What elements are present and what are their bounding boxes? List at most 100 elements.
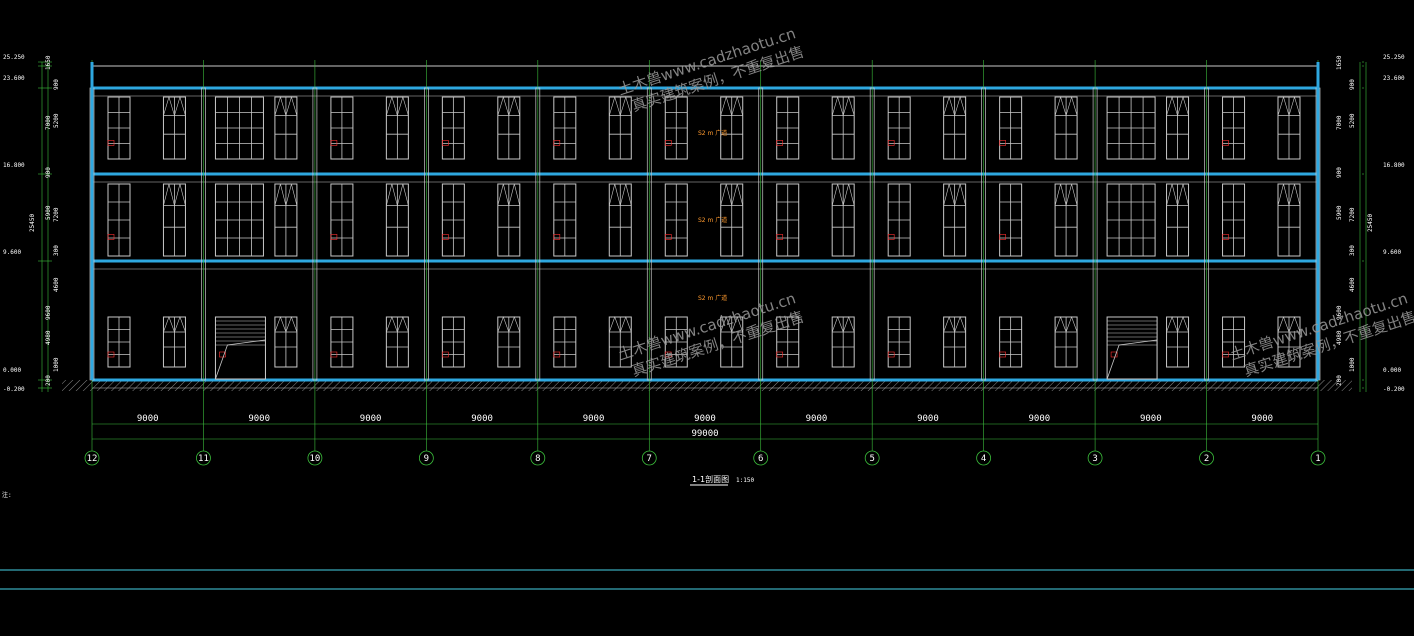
- tag-8-1: [999, 234, 1006, 240]
- title-scale: 1:150: [736, 477, 754, 484]
- win-b-2-2: [385, 316, 409, 368]
- bay-dim-5: 9000: [694, 414, 716, 424]
- column-10: [1204, 87, 1209, 381]
- elev-right-roof: 23.600: [1383, 75, 1405, 82]
- tag-3-0: [442, 140, 449, 146]
- win-b-8-1-fan: [1054, 183, 1067, 206]
- vdim-left-4: 900: [45, 167, 52, 178]
- win-a-2-0: [330, 96, 354, 160]
- axis-label-3: 3: [1092, 454, 1097, 464]
- elev-left-3f: 16.800: [3, 162, 25, 169]
- win-b-0-1-fan2: [174, 183, 186, 206]
- window-layer: [107, 95, 1301, 380]
- vdim-right-4: 900: [1336, 167, 1343, 178]
- tag-7-1: [887, 234, 895, 240]
- tag-1-2: [219, 351, 226, 358]
- axis-label-11: 11: [198, 454, 209, 464]
- elevations-left: 25.250 23.600 16.800 9.600 0.000 -0.200: [3, 54, 25, 393]
- axis-bubble-5: [864, 450, 880, 466]
- win-b-0-2: [162, 316, 186, 368]
- vdim-left-10: 4980: [45, 330, 52, 345]
- bay-dim-6: 9000: [806, 414, 828, 424]
- tag-10-1: [1222, 234, 1229, 240]
- elevations-right: 25.250 23.600 16.800 9.600 0.000 -0.200: [1383, 54, 1405, 393]
- axis-label-1: 1: [1315, 454, 1320, 464]
- vdim-right-6: 5900: [1336, 205, 1343, 220]
- vdim-left-3: 5200: [53, 113, 60, 128]
- tag-0-2: [107, 351, 115, 358]
- win-b-4-1: [608, 183, 632, 257]
- win-a-2-2: [330, 316, 354, 368]
- win-b-3-1-fan: [497, 183, 510, 206]
- tag-5-1: [664, 234, 672, 240]
- elev-right-3f: 16.800: [1383, 162, 1405, 169]
- win-b-1-2: [274, 316, 298, 368]
- vdim-right-1: 900: [1349, 79, 1356, 90]
- title-text: 1-1剖面图: [692, 474, 729, 484]
- win-b-5-1-fan2: [731, 183, 744, 206]
- win-wide-9-0: [1106, 96, 1156, 160]
- win-b-5-2-fan2: [731, 316, 744, 333]
- win-b-7-1-fan: [943, 183, 955, 206]
- bay-dim-3: 9000: [471, 414, 493, 424]
- tag-6-1: [776, 234, 784, 240]
- win-b-4-1-fan: [608, 183, 621, 206]
- room-label-2f: S2 m 广道: [698, 216, 727, 224]
- win-a-0-2: [107, 316, 131, 368]
- win-b-7-0-fan2: [954, 95, 966, 116]
- bay-dim-8: 9000: [1029, 414, 1051, 424]
- win-a-5-0: [664, 96, 688, 160]
- axis-label-2: 2: [1204, 454, 1209, 464]
- tag-2-1: [330, 234, 338, 240]
- win-a-10-2: [1222, 316, 1246, 368]
- column-8: [981, 87, 986, 381]
- axis-label-12: 12: [87, 454, 98, 464]
- win-b-1-1: [274, 183, 298, 257]
- tag-10-0: [1222, 140, 1229, 146]
- win-a-5-2: [664, 316, 688, 368]
- win-b-9-1-fan2: [1177, 183, 1189, 206]
- win-b-8-1: [1054, 183, 1078, 257]
- vdim-left-5: 7200: [53, 207, 60, 222]
- tag-2-2: [330, 351, 338, 358]
- elev-left-1f: 0.000: [3, 367, 21, 374]
- win-b-2-0-fan: [386, 95, 398, 116]
- overall-height-right: 25450: [1367, 214, 1374, 232]
- win-b-10-2-fan2: [1288, 316, 1301, 333]
- win-b-10-0: [1277, 95, 1301, 160]
- win-wide-1-0: [214, 96, 264, 160]
- win-b-6-2: [831, 316, 855, 368]
- tag-9-2: [1110, 351, 1118, 358]
- win-a-10-0: [1222, 96, 1246, 160]
- column-3: [424, 87, 429, 381]
- elev-left-roof-parapet: 25.250: [3, 54, 25, 61]
- win-b-6-1-fan2: [842, 183, 855, 206]
- win-a-8-2: [999, 316, 1023, 368]
- vdim-left-7: 300: [53, 245, 60, 256]
- win-b-7-2: [943, 316, 967, 368]
- win-b-4-2-fan: [608, 316, 621, 333]
- win-b-3-2-fan2: [508, 316, 521, 333]
- win-b-4-2: [608, 316, 632, 368]
- win-b-2-0: [385, 95, 409, 160]
- win-b-7-2-fan2: [954, 316, 966, 333]
- win-b-4-0-fan2: [619, 95, 632, 116]
- win-b-0-1: [162, 183, 186, 257]
- win-b-10-2-fan: [1277, 316, 1290, 333]
- win-b-5-0-fan: [720, 95, 733, 116]
- win-b-7-1: [943, 183, 967, 257]
- win-b-9-1: [1166, 183, 1190, 257]
- column-9: [1092, 87, 1098, 381]
- win-wide-9-1: [1106, 183, 1156, 257]
- win-a-4-0: [553, 96, 577, 160]
- room-label-1f: S2 m 广道: [698, 294, 727, 302]
- bay-dim-9: 9000: [1140, 414, 1162, 424]
- elev-right-1f: 0.000: [1383, 367, 1401, 374]
- win-b-10-2: [1277, 316, 1301, 368]
- win-b-0-0-fan: [163, 95, 175, 116]
- win-b-4-1-fan2: [619, 183, 632, 206]
- tag-4-0: [553, 140, 561, 146]
- win-b-1-2-fan2: [285, 316, 298, 333]
- axis-bubble-1: [1310, 450, 1326, 466]
- tag-3-2: [442, 351, 449, 358]
